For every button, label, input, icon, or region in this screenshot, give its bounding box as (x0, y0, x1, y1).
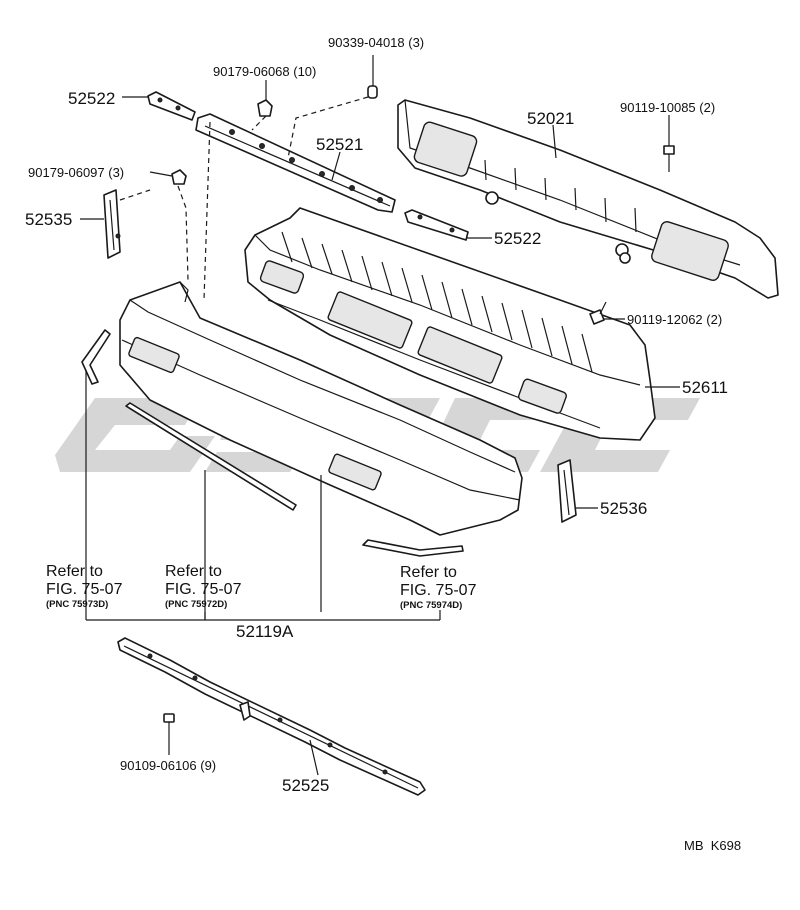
side-support-52535 (103, 189, 121, 259)
label-52611: 52611 (682, 378, 728, 397)
bumper-cover-52119A (119, 281, 523, 536)
bolt-90119-10085-icon (663, 145, 675, 172)
leader-lines (80, 55, 680, 776)
ref-3-line1: Refer to (400, 564, 457, 581)
lower-stay-52525 (117, 637, 426, 796)
nut-90179-06097-icon (171, 169, 187, 185)
retainer-52522-right (404, 209, 469, 241)
bolt-90109-icon (163, 713, 175, 745)
label-52522-left: 52522 (68, 89, 115, 108)
label-52521: 52521 (316, 135, 363, 154)
label-90119-12062: 90119-12062 (2) (627, 312, 722, 327)
ref-3-pnc: (PNC 75974D) (400, 600, 462, 611)
ref-1-line1: Refer to (46, 563, 103, 580)
molding-center (125, 402, 297, 511)
label-52536: 52536 (600, 499, 647, 518)
reinforcement-52021 (397, 99, 779, 299)
dashed-assembly-lines (119, 96, 369, 301)
bolt-90119-12062-icon (589, 301, 607, 325)
side-support-52536 (557, 459, 577, 523)
label-52535: 52535 (25, 210, 72, 229)
ref-2-line2: FIG. 75-07 (165, 581, 242, 598)
label-90179-06068: 90179-06068 (10) (213, 64, 316, 79)
retainer-52521 (195, 113, 396, 213)
retainer-52522-left (147, 91, 196, 121)
ref-2-line1: Refer to (165, 563, 222, 580)
label-52119A: 52119A (236, 622, 294, 641)
ref-2-pnc: (PNC 75972D) (165, 599, 227, 610)
ref-1-line2: FIG. 75-07 (46, 581, 123, 598)
label-90119-10085: 90119-10085 (2) (620, 100, 715, 115)
label-90109-06106: 90109-06106 (9) (120, 758, 216, 773)
ref-3-line2: FIG. 75-07 (400, 582, 477, 599)
bolt-90339-icon (367, 85, 378, 99)
footer-code: MB K698 (684, 838, 741, 853)
label-90339-04018: 90339-04018 (3) (328, 35, 424, 50)
ref-1-pnc: (PNC 75973D) (46, 599, 108, 610)
label-52525: 52525 (282, 776, 329, 795)
label-52522-right: 52522 (494, 229, 541, 248)
molding-left (81, 329, 111, 385)
label-52021: 52021 (527, 109, 574, 128)
energy-absorber-52611 (244, 207, 656, 441)
label-90179-06097: 90179-06097 (3) (28, 165, 124, 180)
molding-right (362, 539, 464, 557)
nut-90179-06068-icon (257, 99, 273, 117)
